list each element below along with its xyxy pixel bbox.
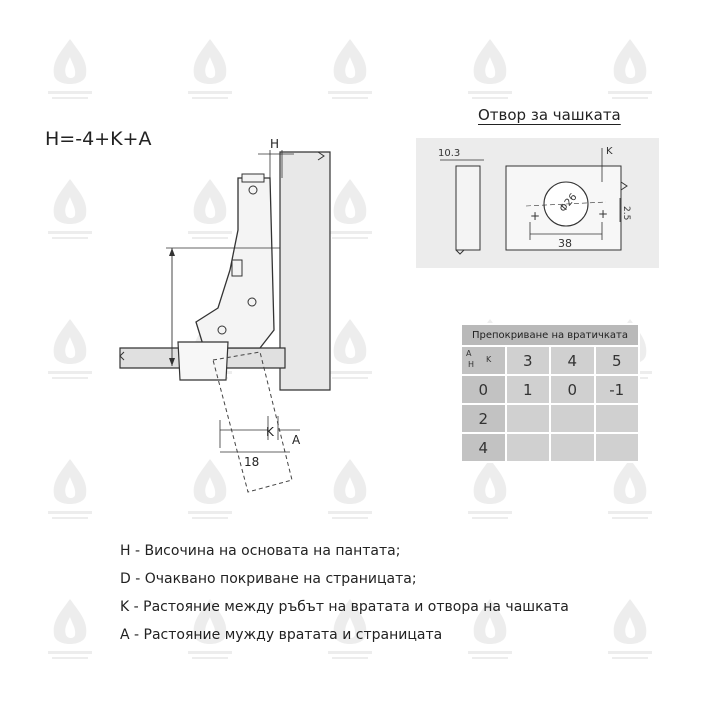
watermark-logo [320, 595, 380, 665]
table-cell [549, 403, 596, 434]
watermark-logo [600, 595, 660, 665]
table-cell: -1 [593, 374, 640, 405]
hinge-cup [177, 341, 229, 381]
legend-item-h: H - Височина на основата на пантата; [120, 543, 401, 559]
hinge-label-a: A [292, 433, 301, 447]
table-row: 2 [460, 403, 640, 434]
k-header-cell: 3 [504, 345, 551, 376]
k-header-cell: 5 [593, 345, 640, 376]
hinge-label-18: 18 [244, 455, 259, 469]
watermark-logo [600, 455, 660, 525]
h-value-cell: 0 [460, 374, 507, 405]
watermark-logo [40, 175, 100, 245]
watermark-logo [600, 35, 660, 105]
hinge-arm [195, 177, 275, 349]
k-header-cell: 4 [549, 345, 596, 376]
cup-hole-panel: + + 10.3 K Φ26 38 2.5 [416, 138, 659, 268]
table-row: 0 1 0 -1 [460, 374, 640, 405]
watermark-logo [180, 595, 240, 665]
corner-label-h: H [468, 360, 475, 369]
hinge-label-h: H [270, 137, 279, 151]
legend-item-a: A - Растояние мужду вратата и страницата [120, 627, 443, 643]
watermark-logo [460, 595, 520, 665]
table-cell: 0 [549, 374, 596, 405]
watermark-logo [180, 455, 240, 525]
watermark-logo [320, 455, 380, 525]
cabinet-side-panel [279, 151, 331, 391]
cup-dim-k: K [606, 146, 613, 157]
table-cell [549, 432, 596, 463]
hinge-formula: H=-4+K+A [45, 128, 152, 150]
hinge-diagram: H K A 18 [119, 137, 331, 493]
table-cell [593, 432, 640, 463]
overlay-table-title: Препокриване на вратичката [460, 323, 640, 347]
legend-item-d: D - Очаквано покриване на страницата; [120, 571, 417, 587]
cup-hole-diagram: + + 10.3 K Φ26 38 2.5 [438, 146, 631, 255]
table-cell [504, 432, 551, 463]
table-cell [593, 403, 640, 434]
watermark-logo [40, 455, 100, 525]
watermark-logo [180, 35, 240, 105]
corner-label-k: K [486, 355, 492, 364]
h-value-cell: 4 [460, 432, 507, 463]
overlay-table: Препокриване на вратичката A H K 3 4 5 0… [460, 323, 640, 463]
table-row: 4 [460, 432, 640, 463]
table-corner-cell: A H K [460, 345, 507, 376]
table-cell: 1 [504, 374, 551, 405]
cup-dim-spacing: 38 [558, 237, 572, 250]
cup-side-board [455, 165, 481, 251]
opened-door-outline [212, 351, 293, 493]
legend: H - Височина на основата на пантата; D -… [120, 537, 569, 649]
watermark-logo [460, 455, 520, 525]
hinge-label-k: K [266, 425, 275, 439]
corner-label-a: A [466, 349, 472, 358]
watermark-logo [180, 175, 240, 245]
watermark-logo [40, 315, 100, 385]
legend-item-k: K - Растояние между ръбът на вратата и о… [120, 599, 569, 615]
svg-text:+: + [530, 209, 540, 223]
h-value-cell: 2 [460, 403, 507, 434]
watermark-logo [460, 35, 520, 105]
watermark-logo [320, 315, 380, 385]
cup-dim-hole: 2.5 [621, 206, 631, 220]
watermark-logo [40, 35, 100, 105]
watermark-logo [320, 175, 380, 245]
watermark-logo [40, 595, 100, 665]
table-cell [504, 403, 551, 434]
svg-text:+: + [598, 207, 608, 221]
cup-dim-offset: 10.3 [438, 148, 460, 159]
watermark-logo [320, 35, 380, 105]
cup-hole-title: Отвор за чашката [478, 106, 621, 124]
